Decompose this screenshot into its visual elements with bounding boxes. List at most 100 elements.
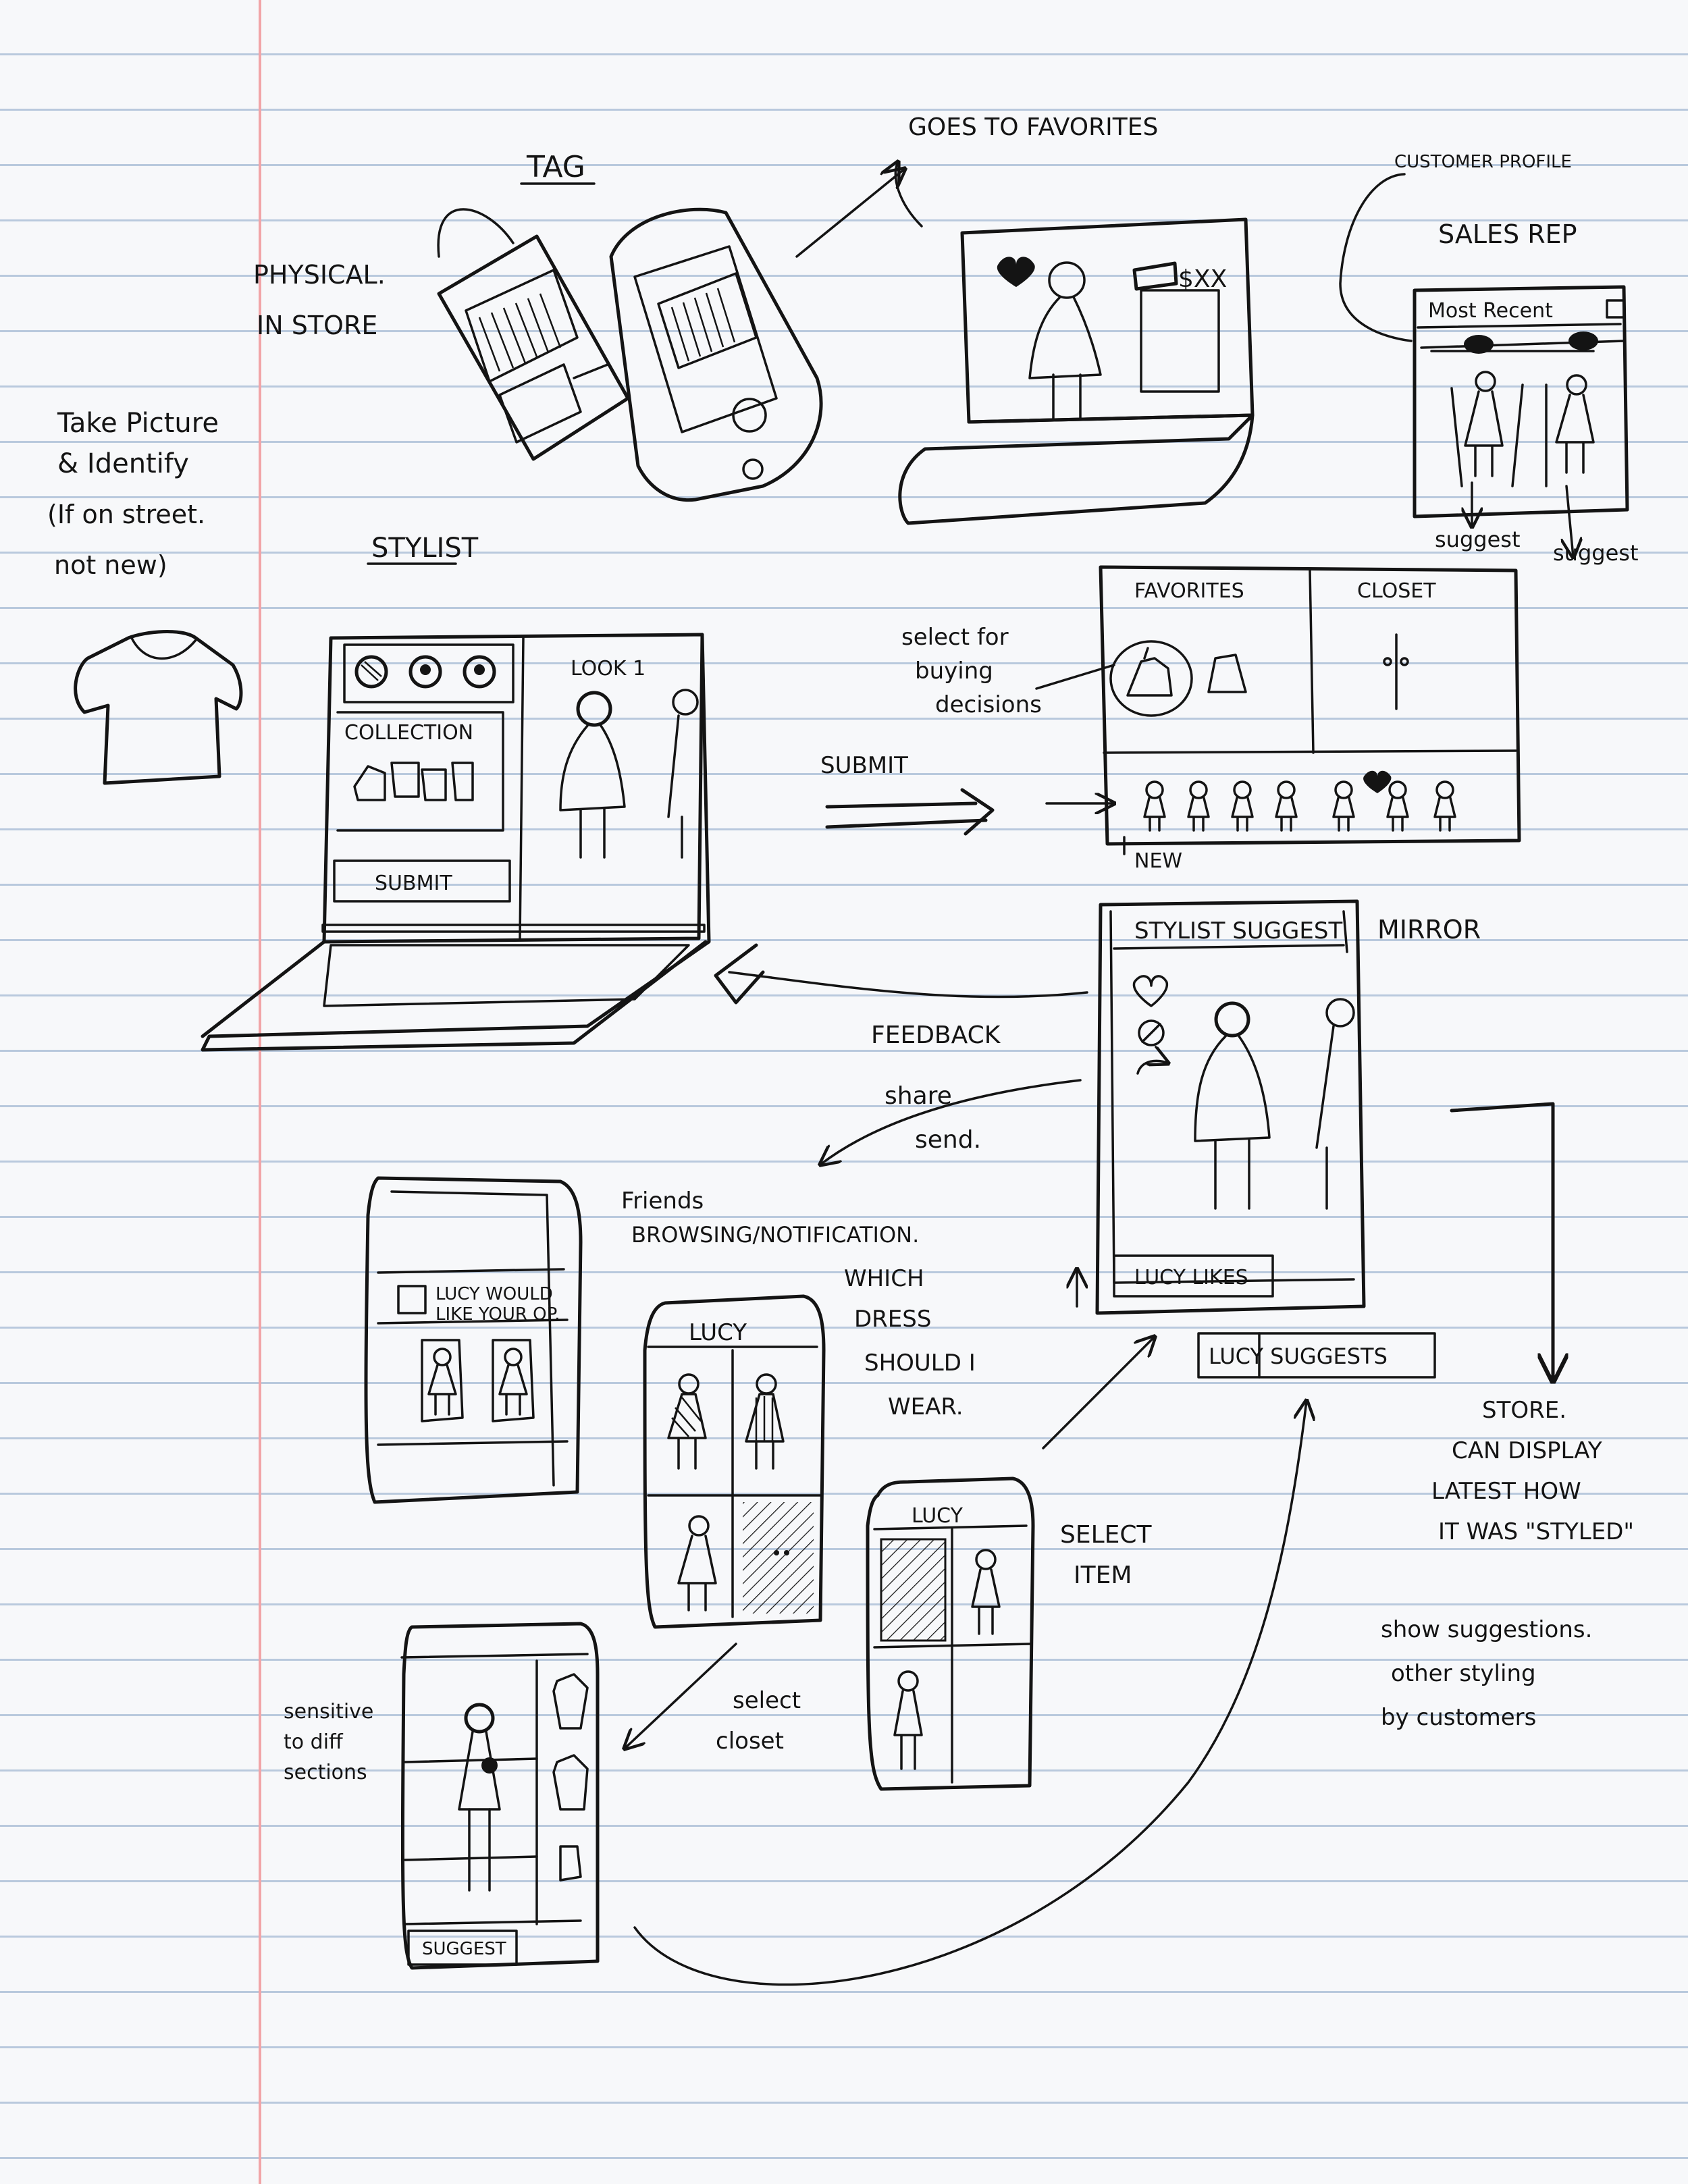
select-closet-line1: select xyxy=(733,1687,801,1714)
most-recent-tab[interactable]: Most Recent xyxy=(1428,299,1553,323)
which-dress-line4: WEAR. xyxy=(888,1393,964,1420)
select-for-buying-line3: decisions xyxy=(935,691,1042,718)
stylist-customer-bar xyxy=(343,643,515,703)
lucy-likes-label: LUCY LIKES xyxy=(1134,1266,1248,1289)
product-kiosk: $XX xyxy=(898,217,1255,525)
friends-label: Friends xyxy=(621,1188,704,1215)
product-info-box xyxy=(1140,289,1220,393)
store-note-line4: IT WAS "STYLED" xyxy=(1438,1518,1634,1545)
stylist-submit-label: SUBMIT xyxy=(375,872,452,895)
friend-phone: LUCY WOULD LIKE YOUR OP. xyxy=(364,1176,583,1504)
physical-note-line1: PHYSICAL. xyxy=(253,260,386,290)
select-item-line2: ITEM xyxy=(1074,1562,1132,1589)
collection-items xyxy=(353,762,474,801)
submit-flow: SUBMIT xyxy=(820,752,1114,836)
item-tile-figure[interactable] xyxy=(971,1549,1001,1635)
closet-phone: sensitive to diff sections SUGGEST xyxy=(284,1622,600,1970)
feedback-label: FEEDBACK xyxy=(871,1021,1001,1049)
stylist-title: STYLIST xyxy=(371,533,479,564)
select-item-line1: SELECT xyxy=(1060,1521,1153,1549)
select-for-buying-line1: select for xyxy=(901,624,1009,651)
sales-rep-label: SALES REP xyxy=(1438,219,1577,249)
lucy-suggests-label: LUCY SUGGESTS xyxy=(1209,1343,1388,1369)
scanning-phone xyxy=(609,207,823,502)
goes-to-favorites-note: GOES TO FAVORITES xyxy=(908,113,1158,141)
closet-icon[interactable] xyxy=(1383,633,1409,710)
block-icon[interactable] xyxy=(1138,1019,1165,1046)
stylist-suggest-header: STYLIST SUGGEST xyxy=(1134,917,1342,944)
camera-icon xyxy=(732,398,767,433)
suggest-label-right: suggest xyxy=(1553,540,1638,566)
take-picture-line3: (If on street. xyxy=(47,500,205,529)
arrow-to-favorites xyxy=(795,169,905,258)
heart-icon[interactable] xyxy=(1132,975,1168,1007)
tag-title: TAG xyxy=(526,150,585,184)
submit-arrow-label: SUBMIT xyxy=(820,752,908,779)
lucy-select-title: LUCY xyxy=(912,1504,964,1528)
dress-option-3[interactable] xyxy=(677,1515,717,1612)
sensitive-note-line1: sensitive xyxy=(284,1700,373,1724)
take-picture-line2: & Identify xyxy=(57,448,189,479)
dress-option-2[interactable] xyxy=(745,1373,785,1470)
share-label: share xyxy=(885,1082,952,1110)
physical-tag-card xyxy=(437,208,630,461)
lucy-suggests-button[interactable] xyxy=(1197,1332,1436,1379)
avatar-icon[interactable] xyxy=(408,655,442,689)
store-note-line2: CAN DISPLAY xyxy=(1452,1437,1602,1464)
arrow-select-closet xyxy=(625,1643,737,1749)
notification-outfits[interactable] xyxy=(421,1339,535,1422)
stylist-submit-button[interactable] xyxy=(333,859,511,903)
which-dress-line2: DRESS xyxy=(854,1306,931,1333)
select-closet-line2: closet xyxy=(716,1728,784,1755)
stylist-laptop: STYLIST COLLECTION SUBMIT LOOK 1 xyxy=(201,533,711,1052)
closet-items-column[interactable] xyxy=(552,1673,589,1882)
new-label: NEW xyxy=(1134,849,1182,873)
lucy-phone-title: LUCY xyxy=(689,1319,747,1346)
customer-figure-right xyxy=(1545,374,1595,487)
dress-option-4[interactable] xyxy=(743,1502,814,1614)
outfit-strip[interactable] xyxy=(1143,770,1456,832)
hanger-hook-right xyxy=(1568,331,1598,350)
take-picture-section: Take Picture & Identify (If on street. n… xyxy=(47,408,243,785)
mirror-label: MIRROR xyxy=(1377,915,1481,944)
notification-line2: LIKE YOUR OP. xyxy=(436,1304,560,1325)
dress-option-1[interactable] xyxy=(667,1373,707,1470)
sensitive-note-line2: to diff xyxy=(284,1730,344,1754)
customer-figure-left xyxy=(1450,371,1524,487)
feedback-flow: FEEDBACK share send. Friends BROWSING/NO… xyxy=(621,943,1088,1420)
selected-item-tile[interactable] xyxy=(880,1538,947,1642)
item-tile-figure-2[interactable] xyxy=(893,1670,923,1770)
product-price: $XX xyxy=(1178,265,1227,293)
suggest-button[interactable] xyxy=(407,1929,518,1966)
tshirt-icon xyxy=(74,630,243,785)
show-suggestions-line2: other styling xyxy=(1391,1660,1536,1687)
which-dress-line3: SHOULD I xyxy=(864,1350,976,1377)
closet-label: CLOSET xyxy=(1357,579,1436,603)
store-display-note: STORE. CAN DISPLAY LATEST HOW IT WAS "ST… xyxy=(1381,1102,1634,1731)
arrow-to-mirror xyxy=(1042,1337,1155,1449)
suggest-label-left: suggest xyxy=(1435,527,1520,552)
take-picture-line1: Take Picture xyxy=(57,408,219,439)
take-picture-line4: not new) xyxy=(54,550,167,580)
customer-avatar-icons xyxy=(354,655,496,689)
notification-line1: LUCY WOULD xyxy=(436,1284,553,1304)
favorites-closet-display: FAVORITES CLOSET select for buyi xyxy=(901,565,1521,873)
lucy-likes-button[interactable] xyxy=(1113,1254,1274,1298)
friend-avatar xyxy=(397,1285,427,1314)
send-label: send. xyxy=(915,1126,981,1154)
look-label: LOOK 1 xyxy=(571,657,645,681)
favorite-items[interactable] xyxy=(1109,640,1247,717)
tag-section: TAG PHYSICAL. IN STORE GOES TO FAVORITES xyxy=(253,113,1255,525)
lucy-phone-select: LUCY SELECT ITEM xyxy=(866,1476,1153,1791)
customer-profile-label: CUSTOMER PROFILE xyxy=(1394,152,1572,172)
notebook-margin-line xyxy=(259,0,261,2184)
select-for-buying-line2: buying xyxy=(915,658,993,685)
share-icon[interactable] xyxy=(1136,1061,1168,1075)
collection-label: COLLECTION xyxy=(344,721,473,745)
show-suggestions-line1: show suggestions. xyxy=(1381,1616,1592,1643)
product-model-figure xyxy=(1028,261,1102,420)
mannequin-figure[interactable] xyxy=(458,1703,501,1892)
arrow-suggest-to-mirror xyxy=(633,1401,1307,1986)
which-dress-line1: WHICH xyxy=(844,1265,924,1292)
